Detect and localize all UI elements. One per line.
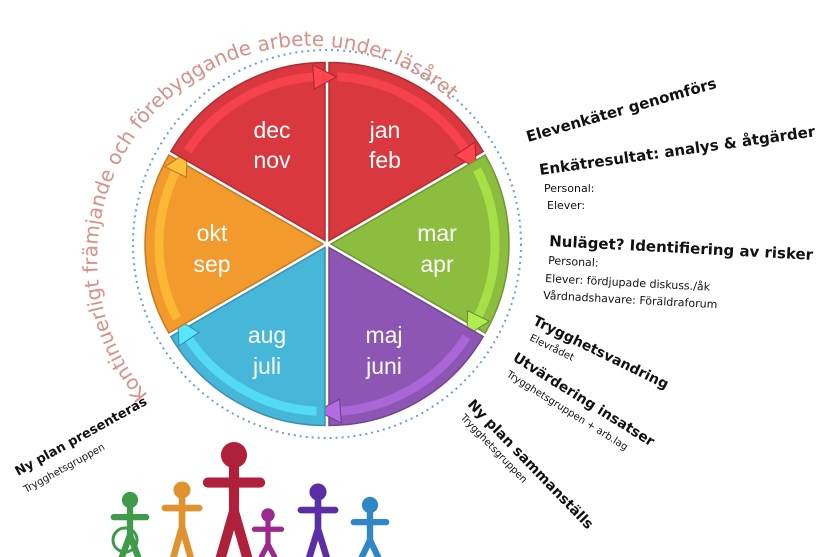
person-figure bbox=[110, 491, 150, 557]
segment-mar-apr bbox=[329, 153, 510, 335]
person-figure bbox=[202, 441, 266, 557]
activity-enkatresultat: Enkätresultat: analys & åtgärder Persona… bbox=[538, 122, 816, 212]
segment-jan-feb bbox=[328, 61, 485, 242]
label-jan: jan bbox=[369, 117, 401, 143]
segment-arrow-band-jan-feb bbox=[337, 72, 475, 161]
nulaget-line-1: Personal: bbox=[548, 254, 599, 270]
enkatresultat-line-1: Personal: bbox=[544, 182, 594, 195]
label-feb: feb bbox=[369, 147, 401, 173]
label-okt: okt bbox=[197, 220, 228, 246]
label-apr: apr bbox=[420, 251, 454, 277]
label-sep: sep bbox=[193, 251, 230, 277]
segment-arrow-band-dec-nov bbox=[183, 72, 326, 154]
person-figure bbox=[161, 481, 203, 557]
enkatresultat-line-2: Elever: bbox=[547, 199, 585, 212]
segment-arrow-band-okt-sep bbox=[154, 159, 185, 321]
label-mar: mar bbox=[417, 220, 457, 246]
segment-arrowhead-maj-juni bbox=[316, 398, 342, 424]
label-maj: maj bbox=[365, 322, 402, 348]
segment-dec-nov bbox=[169, 61, 326, 242]
segment-maj-juni bbox=[328, 246, 485, 427]
activity-nulaget: Nuläget? Identifiering av risker Persona… bbox=[543, 232, 814, 311]
segment-arrowhead-jan-feb bbox=[454, 141, 477, 170]
people-illustration bbox=[110, 441, 390, 557]
label-juli: juli bbox=[252, 353, 281, 379]
activity-elevenkater: Elevenkäter genomförs bbox=[524, 74, 718, 146]
label-dec: dec bbox=[253, 117, 290, 143]
wheelchair-icon bbox=[111, 526, 139, 554]
activity-ny-plan-presenteras: Ny plan presenteras Trygghetsgruppen bbox=[13, 394, 150, 496]
segment-arrowhead-dec-nov bbox=[312, 64, 338, 90]
person-figure bbox=[297, 483, 339, 557]
segment-aug-juli bbox=[169, 246, 326, 427]
label-nov: nov bbox=[253, 147, 291, 173]
label-aug: aug bbox=[248, 322, 286, 348]
segment-labels: jan feb mar apr maj juni aug juli okt se… bbox=[193, 117, 457, 379]
ny-plan-presenteras-heading: Ny plan presenteras bbox=[13, 394, 150, 479]
segment-okt-sep bbox=[144, 153, 325, 335]
segment-arrowhead-aug-juli bbox=[177, 318, 200, 347]
segment-arrow-band-mar-apr bbox=[469, 167, 500, 329]
wheel bbox=[144, 61, 510, 427]
segment-arrow-band-maj-juni bbox=[328, 334, 471, 416]
person-figure bbox=[350, 496, 390, 557]
person-figure bbox=[251, 508, 285, 557]
cycle-dotted-ring bbox=[132, 49, 522, 439]
segment-arrowhead-okt-sep bbox=[163, 151, 188, 179]
segment-arrowhead-mar-apr bbox=[466, 309, 491, 337]
segment-arrow-band-aug-juli bbox=[179, 327, 317, 416]
label-juni: juni bbox=[365, 353, 402, 379]
elevenkater-heading: Elevenkäter genomförs bbox=[524, 74, 718, 146]
